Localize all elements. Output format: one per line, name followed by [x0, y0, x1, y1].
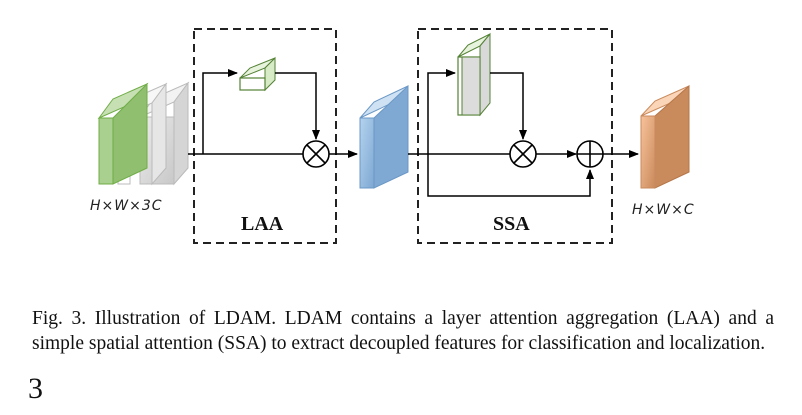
ssa-residual-arrow — [427, 154, 594, 197]
input-dimension-label: H×W×3C — [90, 198, 163, 214]
page-number: 3 — [28, 372, 43, 405]
input-slice-green — [97, 82, 149, 185]
ssa-module-label: SSA — [493, 213, 530, 235]
output-feature-orange — [640, 84, 690, 189]
laa-module-box — [193, 28, 337, 244]
laa-attention-vector — [239, 56, 276, 92]
laa-multiply-operator — [302, 140, 330, 168]
ldam-diagram: H×W×3C — [90, 28, 695, 244]
output-dimension-label: H×W×C — [632, 202, 695, 218]
ssa-multiply-operator — [509, 140, 537, 168]
intermediate-feature-blue — [359, 84, 409, 189]
laa-branch-arrow — [202, 69, 238, 154]
ssa-map-to-multiply-arrow — [490, 72, 527, 140]
ssa-branch-arrow — [427, 69, 456, 154]
ssa-spatial-attention-map — [457, 32, 491, 117]
laa-module-label: LAA — [241, 213, 284, 235]
figure-caption: Fig. 3. Illustration of LDAM. LDAM conta… — [32, 308, 774, 354]
ssa-module-box — [417, 28, 613, 244]
ssa-add-operator — [576, 140, 604, 168]
laa-vector-to-multiply-arrow — [275, 72, 320, 140]
input-feature-stack — [97, 81, 190, 186]
